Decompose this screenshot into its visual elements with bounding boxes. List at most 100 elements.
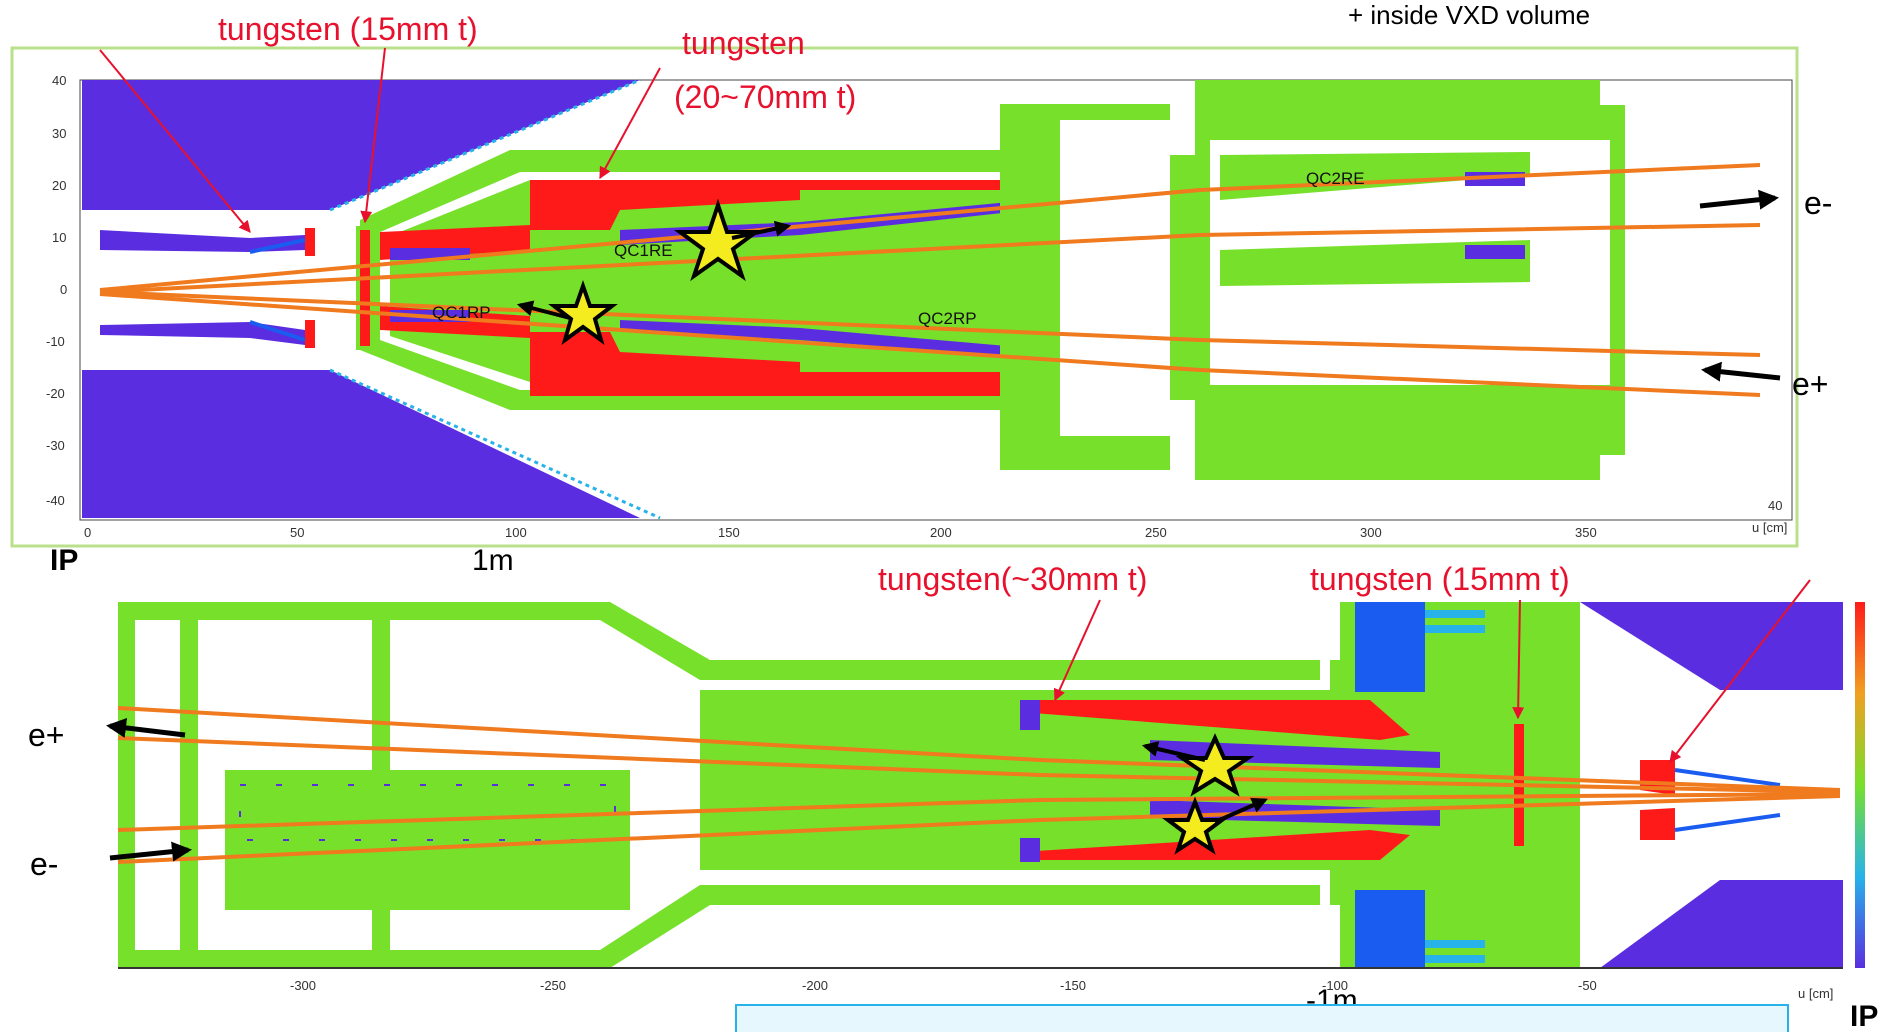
top-qc2re-label: QC2RE (1306, 169, 1365, 188)
top-blue-line-lower (249, 320, 306, 342)
bottom-ip-red-lower (1640, 808, 1675, 840)
bottom-tungsten-15-pointer (1512, 599, 1525, 720)
top-tungsten-15-label: tungsten (15mm t) (218, 11, 478, 47)
top-y-tick-30: 30 (52, 126, 66, 141)
bottom-note-box (735, 1004, 1789, 1032)
top-y-tick-10: 10 (52, 230, 66, 245)
top-tungsten-upper (530, 180, 1050, 230)
top-x-tick-50: 50 (290, 525, 304, 540)
bottom-blue-line-upper (1674, 768, 1781, 787)
bottom-violet-1 (1020, 700, 1040, 730)
top-ip-red-upper (305, 228, 315, 256)
top-violet-strip-2 (620, 320, 1030, 358)
top-x-tick-150: 150 (718, 525, 740, 540)
bottom-ip-label: IP (1850, 1000, 1878, 1032)
bottom-x-tick-m250: -250 (540, 978, 566, 993)
top-cyan-edge-upper (329, 78, 641, 212)
top-x-tick-200: 200 (930, 525, 952, 540)
bottom-tungsten-lower (1020, 830, 1410, 860)
bottom-tungsten-15-label: tungsten (15mm t) (1310, 561, 1570, 597)
bottom-cyan-bar-2 (1425, 625, 1485, 633)
bottom-star-arrow-2 (1214, 797, 1268, 824)
bottom-panel: -300 -250 -200 -150 -100 -50 u [cm] (106, 602, 1865, 1001)
top-qc2-gap-left (1060, 120, 1170, 436)
top-eplus-label: e+ (1792, 366, 1828, 402)
top-star-arrow-1 (731, 220, 792, 240)
bottom-blue-block-lower (1355, 890, 1425, 968)
top-star-qc1re (673, 198, 763, 282)
top-x-axis: 0 50 100 150 200 250 300 350 40 u [cm] (84, 498, 1787, 540)
bottom-x-tick-m150: -150 (1060, 978, 1086, 993)
top-y-axis: 40 30 20 10 0 -10 -20 -30 -40 (46, 73, 67, 508)
top-qc2-violet-2 (1465, 245, 1525, 259)
top-ip-structure-lower (100, 322, 305, 345)
bottom-tungsten-upper (1020, 700, 1410, 740)
bottom-x-axis: -300 -250 -200 -150 -100 -50 u [cm] (290, 978, 1833, 1001)
bottom-x-tick-m50: -50 (1578, 978, 1597, 993)
bottom-ip-pointer (1669, 579, 1811, 763)
bottom-cyan-bar-1 (1425, 610, 1485, 618)
top-ip-label: IP (50, 544, 78, 577)
top-star-qc1rp (548, 279, 618, 346)
bottom-eminus-label: e- (30, 846, 58, 882)
color-scale-bar (1855, 602, 1865, 968)
bottom-cyan-bar-3 (1425, 940, 1485, 948)
bottom-tungsten-30-label: tungsten(~30mm t) (878, 561, 1147, 597)
top-tungsten-20-label-1: tungsten (682, 25, 805, 61)
top-panel: 0 50 100 150 200 250 300 350 40 u [cm] 4… (10, 46, 1799, 548)
vxd-label: + inside VXD volume (1348, 0, 1590, 30)
bottom-strut-1 (180, 620, 198, 950)
top-blue-line-upper (249, 238, 306, 254)
top-ip-red-lower (305, 320, 315, 348)
top-qc2-upper-magnet (1220, 152, 1530, 200)
top-y-tick-20: 20 (52, 178, 66, 193)
bottom-star-arrow-1 (1141, 741, 1206, 762)
top-y-tick-m20: -20 (46, 386, 65, 401)
top-tungsten-lower (530, 332, 1050, 396)
top-x-tick-100: 100 (505, 525, 527, 540)
top-tungsten-15-pointer (360, 47, 386, 224)
top-qc2rp-label: QC2RP (918, 309, 977, 328)
bottom-x-tick-m200: -200 (802, 978, 828, 993)
top-x-tick-300: 300 (1360, 525, 1382, 540)
top-ip-pointer (99, 49, 251, 233)
top-qc2-mid-magnet (1220, 240, 1530, 286)
top-tungsten-disk (356, 226, 374, 350)
top-one-m-label: 1m (472, 544, 514, 577)
top-y-tick-m30: -30 (46, 438, 65, 453)
bottom-blue-line-lower (1674, 813, 1781, 832)
top-qc1-body (390, 180, 1030, 382)
top-eminus-label: e- (1804, 185, 1832, 221)
bottom-eplus-arrow (106, 717, 186, 738)
top-y-tick-m40: -40 (46, 493, 65, 508)
bottom-violet-2 (1020, 838, 1040, 862)
bottom-x-unit: u [cm] (1798, 986, 1833, 1001)
top-x-tick-250: 250 (1145, 525, 1167, 540)
top-x-unit: u [cm] (1752, 520, 1787, 535)
top-eplus-arrow (1701, 361, 1781, 382)
bottom-cyan-bar-4 (1425, 955, 1485, 963)
top-x-tick-400: 40 (1768, 498, 1782, 513)
bottom-eplus-label: e+ (28, 717, 64, 753)
bottom-blue-block-upper (1355, 602, 1425, 692)
top-tungsten-20-pointer (599, 67, 661, 180)
bottom-beamlines (117, 706, 1841, 864)
top-y-tick-0: 0 (60, 282, 67, 297)
top-violet-lower (82, 370, 640, 518)
bottom-tungsten-30-pointer (1053, 599, 1101, 702)
bottom-qc1-body (700, 690, 1440, 870)
top-qc2-lower-magnet (1220, 385, 1530, 460)
bottom-left-magnet-inner-upper (239, 784, 616, 841)
top-qc1re-label: QC1RE (614, 241, 673, 260)
top-x-tick-0: 0 (84, 525, 91, 540)
top-star-arrow-2 (516, 300, 571, 320)
top-y-tick-40: 40 (52, 73, 66, 88)
top-tungsten-20-label-2: (20~70mm t) (674, 79, 856, 115)
top-beamlines (99, 163, 1761, 397)
top-violet-upper (82, 80, 640, 210)
top-eminus-arrow (1699, 189, 1779, 210)
bottom-left-magnet-lower (225, 850, 630, 910)
top-x-tick-350: 350 (1575, 525, 1597, 540)
bottom-eminus-arrow (109, 841, 192, 862)
top-ip-structure-upper (100, 230, 305, 252)
